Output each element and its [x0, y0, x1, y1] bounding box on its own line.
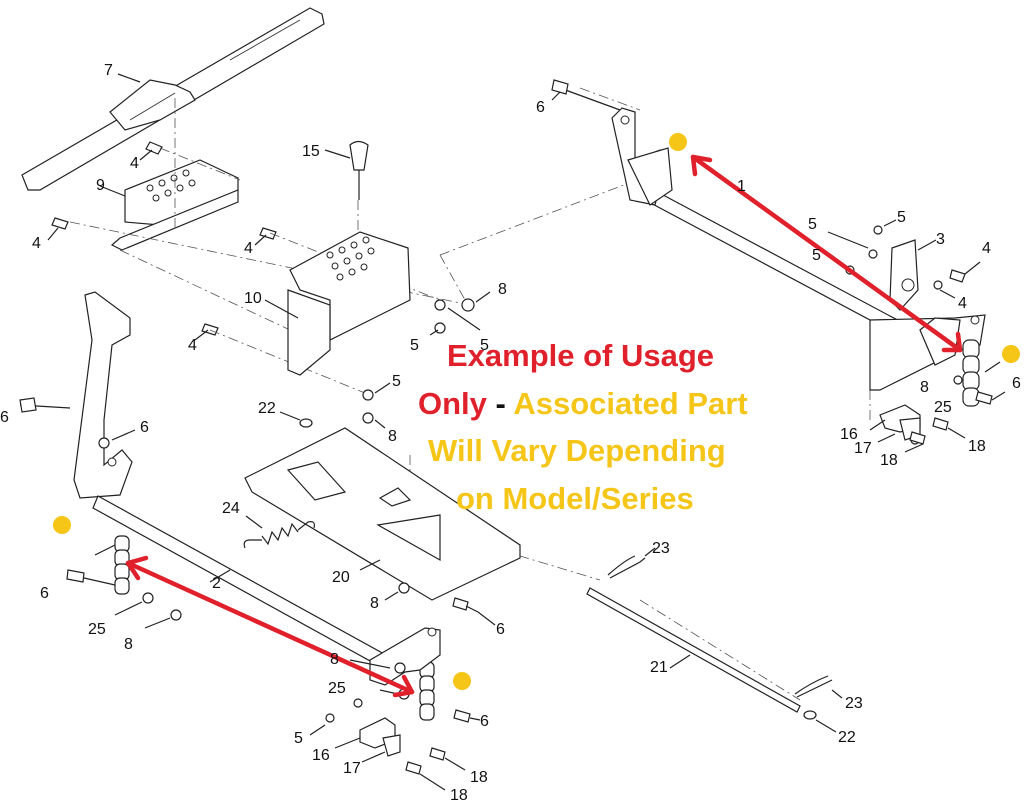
handle-knob-15 [324, 140, 369, 200]
callout: 18 [880, 452, 898, 469]
notice-separator: - [495, 386, 506, 421]
nuts-cluster [362, 291, 491, 429]
plate-10 [264, 231, 411, 376]
callout: 1 [737, 178, 746, 195]
callout: 5 [392, 373, 401, 390]
callout: 8 [920, 379, 929, 396]
callout: 8 [330, 651, 339, 668]
right-rear-bracket [551, 79, 673, 206]
washer-22-top [279, 411, 313, 428]
callout: 4 [244, 240, 253, 257]
callout: 8 [370, 595, 379, 612]
callout: 25 [328, 680, 346, 697]
callout: 23 [652, 540, 670, 557]
hardware-plate-20 [384, 582, 496, 626]
callout: 22 [258, 400, 276, 417]
callout: 25 [88, 621, 106, 638]
bolt-4-a [139, 141, 163, 161]
callout: 8 [388, 428, 397, 445]
highlight-dot [669, 133, 687, 151]
callout-labels: 7 4 9 4 4 15 10 4 5 5 8 5 6 22 24 20 8 6… [0, 62, 1021, 804]
callout: 16 [840, 426, 858, 443]
callout: 3 [936, 231, 945, 248]
clip-23-bottom [794, 675, 843, 699]
callout: 6 [1012, 375, 1021, 392]
callout: 22 [838, 729, 856, 746]
chain-link-left [66, 535, 182, 629]
bracket-9 [99, 159, 239, 251]
callout: 6 [40, 585, 49, 602]
callout: 6 [0, 409, 9, 426]
callout: 15 [302, 143, 320, 160]
callout: 21 [650, 659, 668, 676]
rod-21 [586, 587, 801, 713]
callout: 6 [480, 713, 489, 730]
bolt-4-b [47, 217, 69, 241]
callout: 9 [96, 177, 105, 194]
notice-line-4: on Model/Series [456, 481, 694, 516]
callout: 5 [480, 337, 489, 354]
callout: 18 [968, 438, 986, 455]
callout: 4 [958, 295, 967, 312]
callout: 6 [536, 99, 545, 116]
callout: 5 [812, 247, 821, 264]
spring-24 [243, 515, 315, 549]
plate-20 [244, 427, 521, 601]
chain-link-front [379, 661, 481, 723]
hardware-16-17-18-front [309, 698, 466, 791]
red-arrow-front [125, 555, 415, 698]
hardware-bracket-3 [827, 219, 981, 299]
bolt-4-d [194, 323, 219, 341]
callout: 8 [498, 281, 507, 298]
callout: 17 [854, 440, 872, 457]
callout: 4 [982, 240, 991, 257]
callout: 18 [450, 787, 468, 804]
callout: 10 [244, 290, 262, 307]
bracket-3 [889, 239, 937, 311]
callout: 6 [496, 621, 505, 638]
notice-line-1: Example of Usage [447, 338, 715, 373]
callout: 4 [188, 337, 197, 354]
callout: 16 [312, 747, 330, 764]
callout: 4 [130, 155, 139, 172]
notice-only: Only [418, 386, 487, 421]
callout: 18 [470, 769, 488, 786]
clip-23-top [607, 547, 656, 579]
washer-22-bottom [803, 710, 837, 733]
red-arrow-rear [690, 154, 963, 353]
front-lower-bracket [349, 627, 441, 686]
notice-line-2: Only - Associated Part [418, 386, 748, 422]
hardware-16-17-18-right [869, 404, 966, 453]
callout: 17 [343, 760, 361, 777]
callout: 5 [808, 216, 817, 233]
callout: 6 [140, 419, 149, 436]
callout: 5 [410, 337, 419, 354]
highlight-dot [1002, 345, 1020, 363]
callout: 5 [897, 209, 906, 226]
callout: 23 [845, 695, 863, 712]
highlight-dot [53, 516, 71, 534]
callout: 24 [222, 500, 240, 517]
notice-associated-part: Associated Part [513, 386, 748, 421]
callout: 7 [104, 62, 113, 79]
callout: 2 [212, 575, 221, 592]
left-lift-arm [19, 291, 136, 499]
lift-lever-bar [21, 7, 325, 191]
alignment-lines [69, 87, 871, 701]
callout: 8 [124, 636, 133, 653]
notice-line-3: Will Vary Depending [428, 433, 726, 468]
callout: 20 [332, 569, 350, 586]
chain-link-right [953, 339, 1006, 407]
callout: 4 [32, 235, 41, 252]
highlight-dot [453, 672, 471, 690]
callout: 5 [294, 730, 303, 747]
bolt-4-c [254, 227, 277, 246]
callout: 25 [934, 399, 952, 416]
